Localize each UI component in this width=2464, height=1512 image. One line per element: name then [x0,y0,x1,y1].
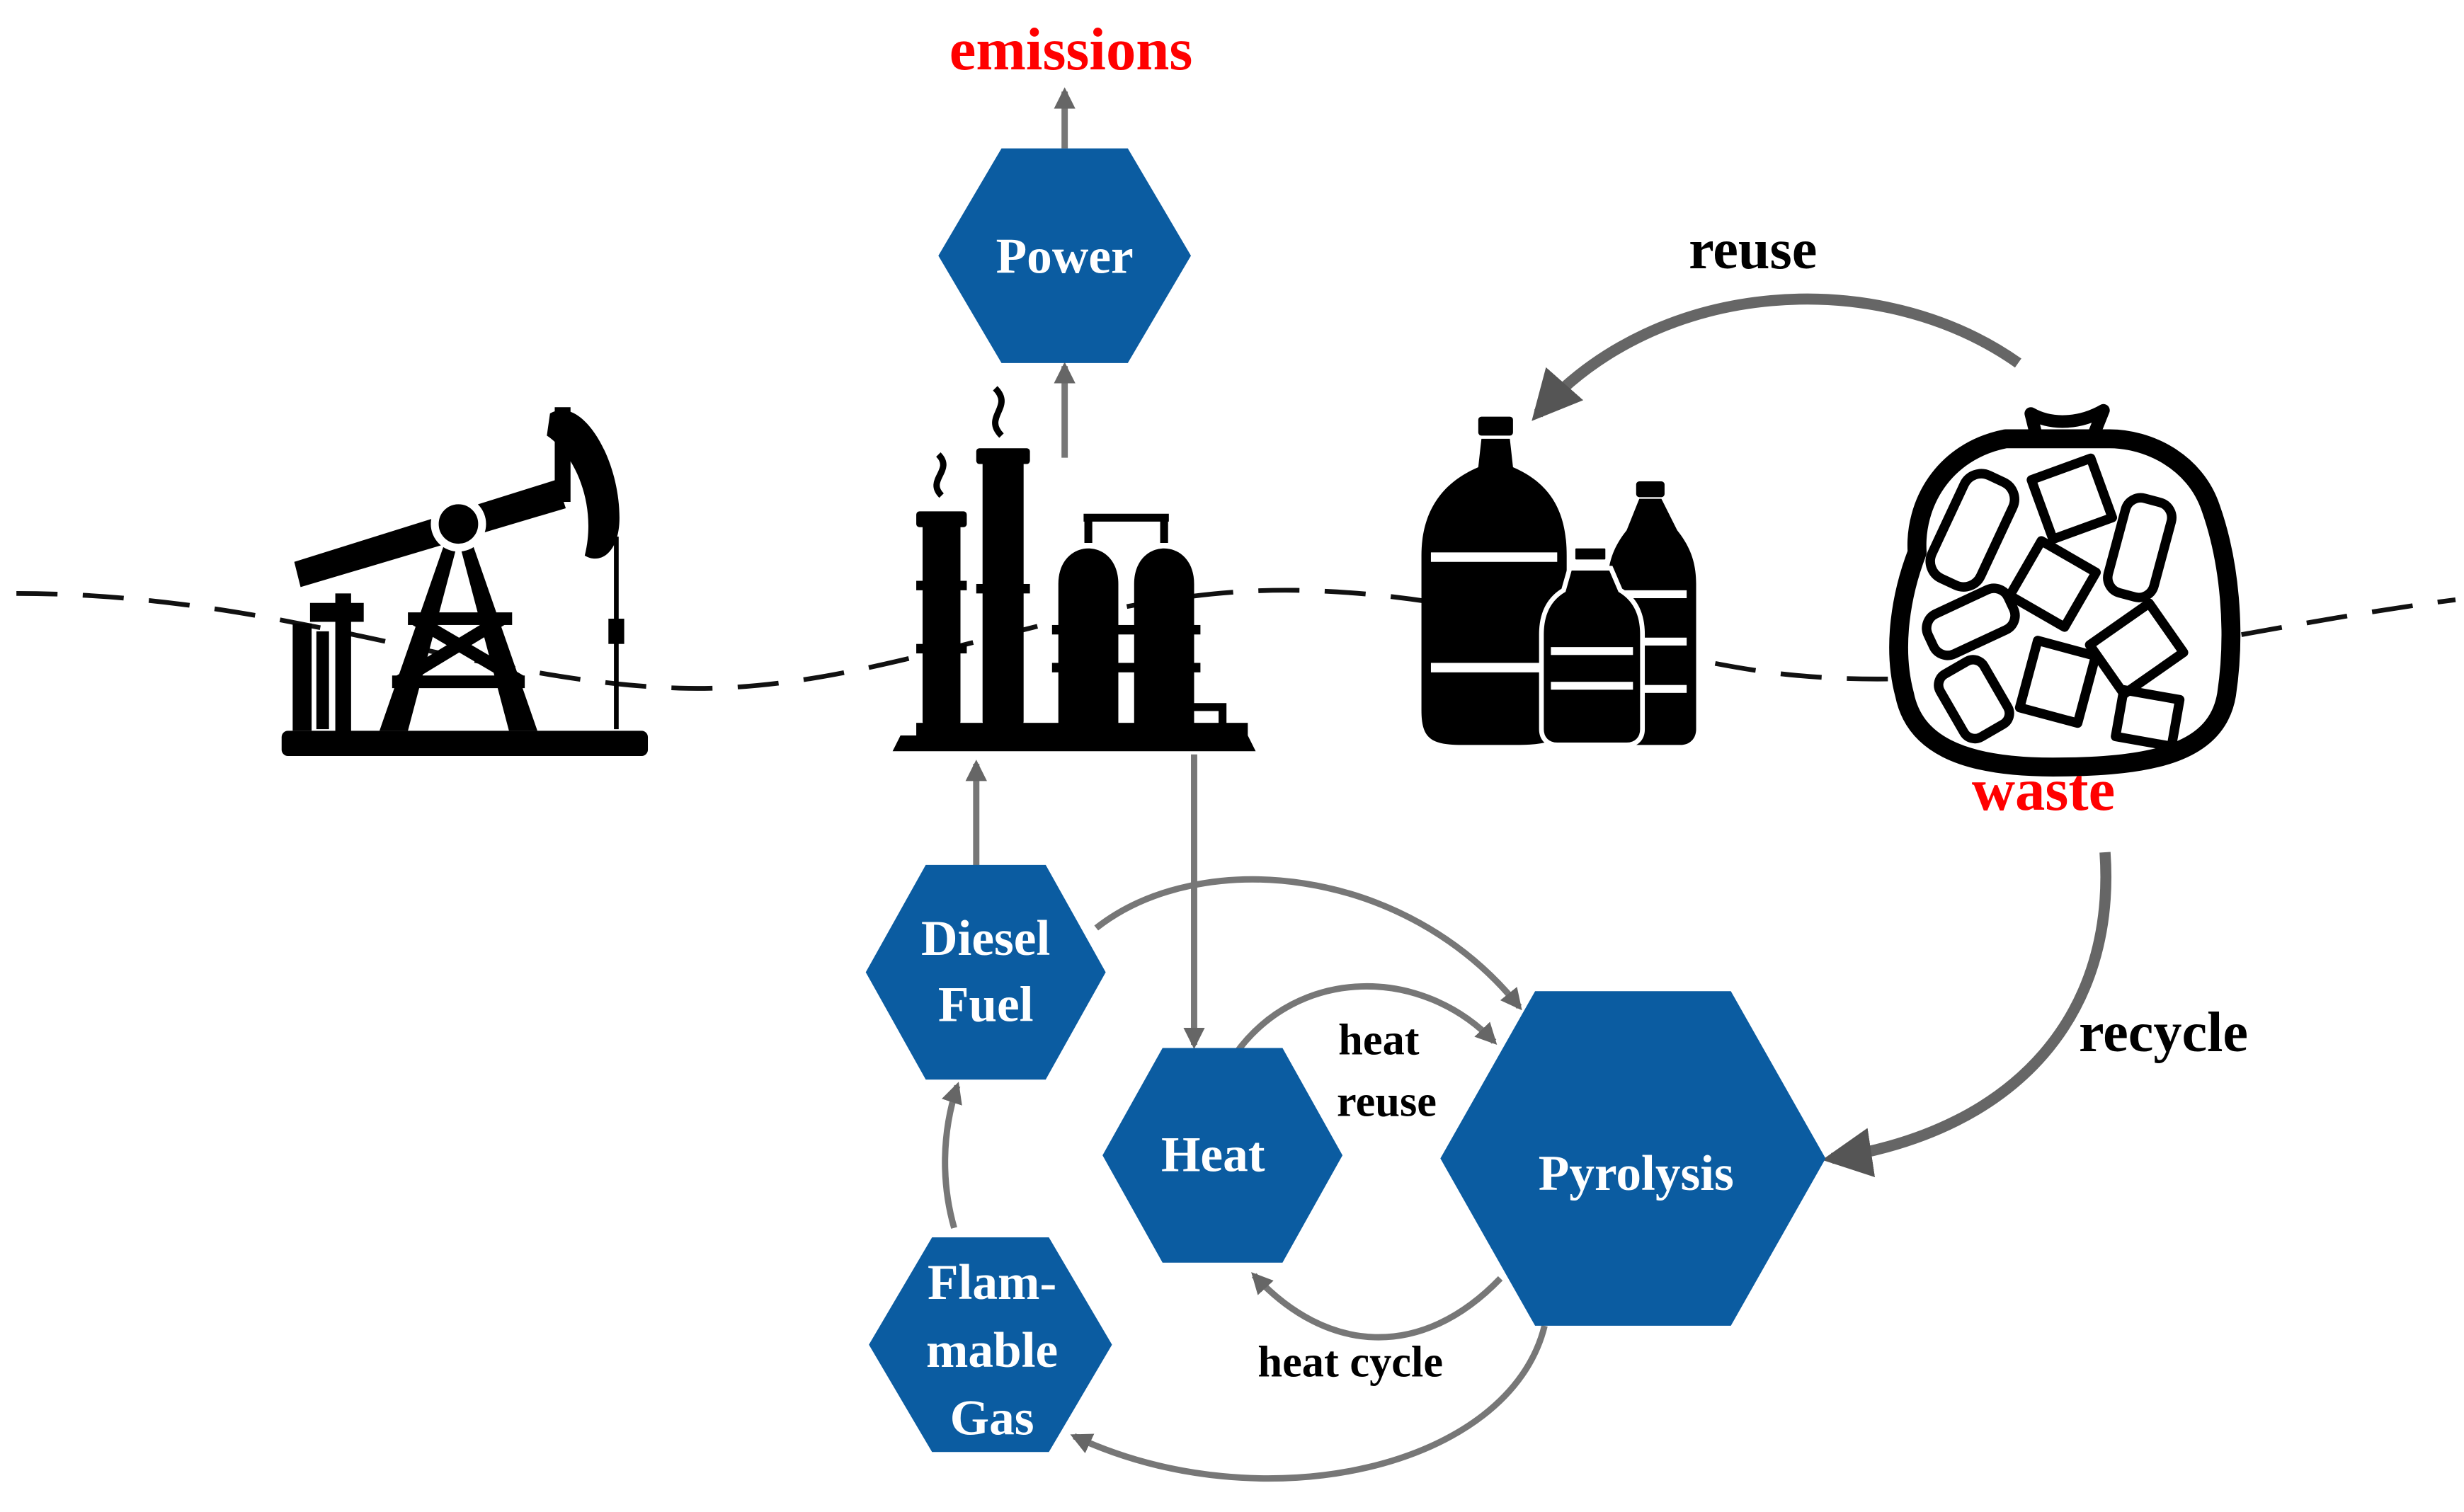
diesel-fuel-node: Diesel Fuel [865,864,1106,1080]
pyrolysis-node: Pyrolysis [1440,991,1826,1326]
diesel-to-pyrolysis-arrow [1094,876,1522,1011]
heat-node: Heat [1102,1048,1343,1263]
flammable-gas-node: Flam- mable Gas [869,1237,1112,1453]
reuse-label: reuse [1689,218,1817,281]
oil-pump-icon [281,407,649,756]
gas-label-line1: Flam- [928,1254,1056,1310]
reuse-arrow [1532,293,2021,421]
power-node: Power [938,148,1192,363]
waste-label: waste [1972,757,2115,823]
pyrolysis-label: Pyrolysis [1539,1145,1734,1201]
power-label: Power [996,229,1134,285]
gas-label-line2: mable [926,1322,1058,1378]
plastic-bottles-icon [1421,416,1696,748]
pyrolysis-to-gas-arrow [1070,1324,1548,1482]
refinery-icon [892,386,1256,752]
heat-cycle-arrow [1251,1272,1503,1341]
heat-label: Heat [1161,1126,1265,1182]
recycle-label: recycle [2079,1001,2248,1064]
heat-reuse-label-line1: heat [1338,1014,1420,1064]
heat-reuse-label-line2: reuse [1337,1076,1437,1126]
heat-reuse-arrow [1232,983,1498,1056]
gas-label-line3: Gas [950,1390,1034,1446]
heat-cycle-label: heat cycle [1257,1336,1443,1386]
gas-to-diesel-arrow [941,1082,962,1229]
diesel-label-line1: Diesel [921,910,1050,966]
recycle-arrow [1822,852,2111,1177]
diesel-label-line2: Fuel [938,977,1034,1033]
garbage-bag-icon [1889,403,2241,777]
emissions-label: emissions [949,17,1193,83]
